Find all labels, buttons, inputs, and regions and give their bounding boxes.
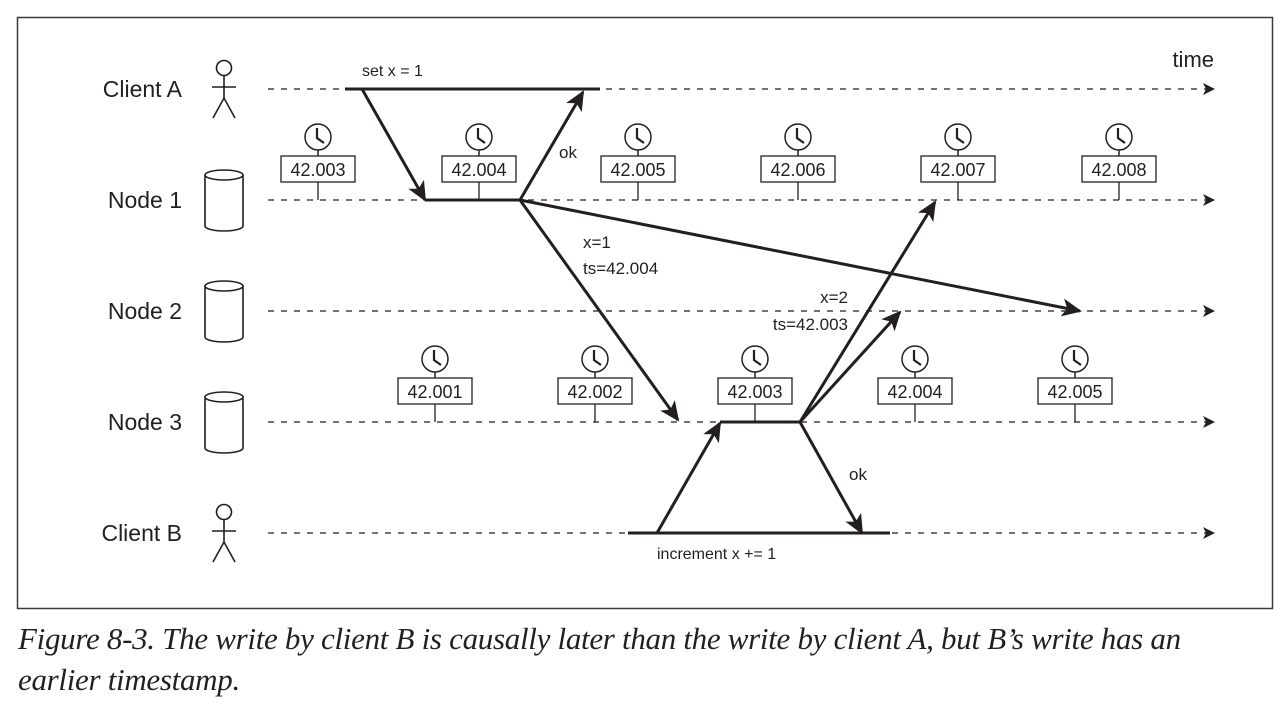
clock-icon — [304, 123, 332, 156]
timestamp-box — [557, 377, 633, 405]
timestamp-box — [920, 155, 996, 183]
clock-reading: 42.003 — [280, 123, 356, 200]
message-arrow — [518, 199, 680, 422]
message-timestamp-label: ts=42.003 — [773, 315, 848, 334]
clock-reading: 42.006 — [760, 123, 836, 200]
lane-label: Node 1 — [108, 187, 182, 213]
clock-icon — [784, 123, 812, 156]
clock-reading: 42.003 — [717, 345, 793, 422]
message-timestamp-label: ts=42.004 — [583, 259, 658, 278]
message-arrow — [518, 90, 585, 201]
timestamp-value: 42.006 — [770, 160, 825, 180]
lane-label: Node 3 — [108, 409, 182, 435]
timestamp-box — [877, 377, 953, 405]
clock-icon — [1105, 123, 1133, 156]
database-icon — [204, 280, 244, 343]
client-b-operation-label: increment x += 1 — [657, 546, 776, 563]
figure-caption: Figure 8-3. The write by client B is cau… — [18, 621, 1181, 697]
message-label: x=1 — [583, 233, 611, 252]
person-icon — [212, 59, 236, 119]
message-node-3-to-node-1 — [798, 200, 937, 423]
message-client-a-to-node-1 — [360, 88, 427, 202]
client-a-operation-label: set x = 1 — [362, 63, 423, 80]
message-arrow — [519, 198, 1082, 317]
time-axis-label: time — [1172, 47, 1214, 72]
timestamp-box — [600, 155, 676, 183]
clock-icon — [465, 123, 493, 156]
timestamp-value: 42.008 — [1091, 160, 1146, 180]
timestamp-value: 42.003 — [290, 160, 345, 180]
timestamp-box — [717, 377, 793, 405]
message-node-1-to-node-2 — [519, 198, 1082, 317]
message-node-1-to-client-a: ok — [518, 90, 585, 201]
message-label: ok — [849, 465, 867, 484]
timestamp-box — [1037, 377, 1113, 405]
timestamp-box — [397, 377, 473, 405]
clock-reading: 42.008 — [1081, 123, 1157, 200]
message-label: ok — [559, 143, 577, 162]
lane-label: Client B — [101, 520, 182, 546]
message-node-1-to-node-3: x=1 ts=42.004 — [518, 199, 680, 422]
figure-frame — [16, 16, 1274, 610]
timestamp-value: 42.001 — [407, 382, 462, 402]
messages: ok x=1 ts=42.004 x=2 ts=42.003 ok — [360, 88, 1082, 535]
message-node-3-to-client-b: ok — [798, 421, 867, 535]
clocks: 42.003 42.004 42.005 42.006 42.007 42.008 42.0… — [280, 123, 1157, 422]
timestamp-box — [760, 155, 836, 183]
message-arrow — [655, 421, 722, 534]
timestamp-value: 42.005 — [1047, 382, 1102, 402]
clock-icon — [581, 345, 609, 378]
message-client-b-to-node-3 — [655, 421, 722, 534]
message-label: x=2 — [820, 288, 848, 307]
clock-icon — [901, 345, 929, 378]
clock-reading: 42.004 — [877, 345, 953, 422]
message-arrow — [798, 421, 864, 535]
lane-label: Node 2 — [108, 298, 182, 324]
clock-reading: 42.004 — [441, 123, 517, 200]
clock-reading: 42.007 — [920, 123, 996, 200]
clock-icon — [944, 123, 972, 156]
lane-client-a: Client A — [103, 59, 1215, 119]
person-icon — [212, 503, 236, 563]
clock-icon — [421, 345, 449, 378]
timestamp-value: 42.002 — [567, 382, 622, 402]
operations — [345, 87, 890, 535]
clock-reading: 42.002 — [557, 345, 633, 422]
lane-node-2: Node 2 — [108, 280, 1215, 343]
database-icon — [204, 391, 244, 454]
database-icon — [204, 169, 244, 232]
message-arrow — [798, 200, 937, 423]
lanes: Client A Node 1 Node 2 Node 3 Client B — [101, 59, 1215, 563]
message-arrow — [798, 310, 902, 424]
timestamp-value: 42.004 — [887, 382, 942, 402]
lane-label: Client A — [103, 76, 183, 102]
timestamp-value: 42.003 — [727, 382, 782, 402]
clock-reading: 42.005 — [600, 123, 676, 200]
message-arrow — [360, 88, 427, 202]
timestamp-value: 42.007 — [930, 160, 985, 180]
timestamp-value: 42.004 — [451, 160, 506, 180]
message-node-3-to-node-2: x=2 ts=42.003 — [773, 288, 902, 424]
clock-icon — [624, 123, 652, 156]
timestamp-value: 42.005 — [610, 160, 665, 180]
clock-reading: 42.001 — [397, 345, 473, 422]
clock-reading: 42.005 — [1037, 345, 1113, 422]
clock-icon — [1061, 345, 1089, 378]
clock-icon — [741, 345, 769, 378]
